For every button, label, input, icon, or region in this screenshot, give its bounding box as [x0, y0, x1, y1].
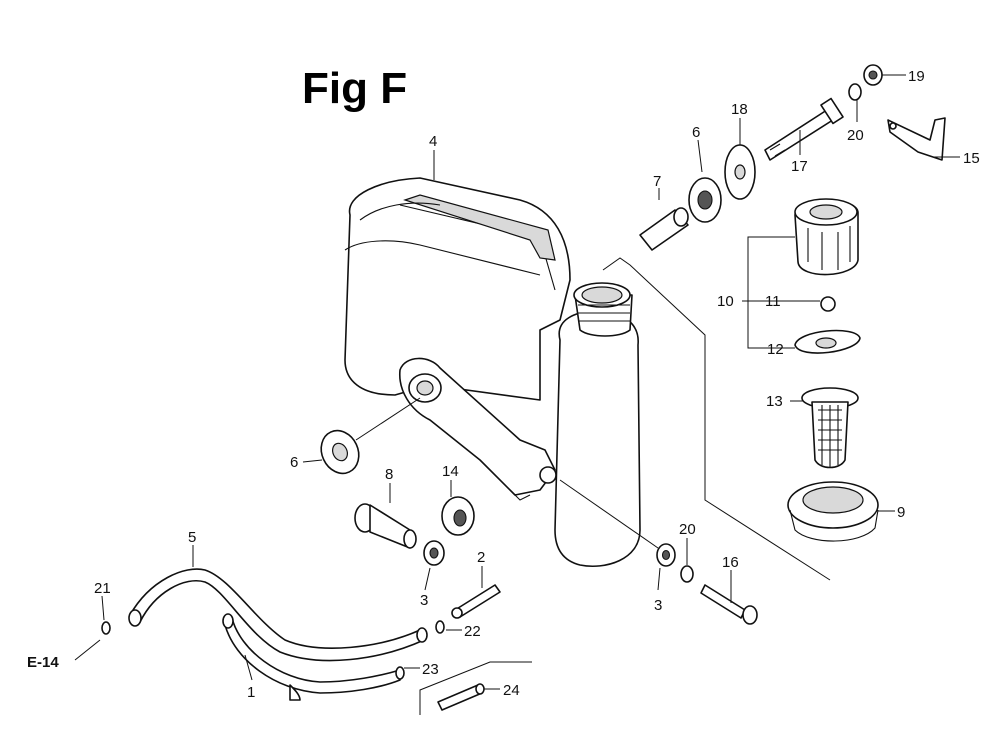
callout-5: 5 [188, 529, 196, 546]
washer-part-20-lower [680, 565, 694, 583]
guide-line-3 [559, 479, 659, 549]
nut-part-19 [863, 64, 883, 86]
gasket-part-12 [794, 329, 861, 354]
callout-1: 1 [247, 684, 255, 701]
nut-part-3-right [656, 543, 676, 567]
callout-leaders [74, 74, 960, 690]
figure-title: Fig F [302, 64, 408, 113]
callout-9: 9 [897, 504, 905, 521]
callout-13: 13 [766, 393, 783, 410]
callout-18: 18 [731, 101, 748, 118]
guide-line-6 [355, 397, 421, 441]
strainer-part-13 [801, 387, 859, 469]
washer-part-20-upper [848, 83, 862, 101]
callout-21: 21 [94, 580, 111, 597]
clip-part-21 [101, 621, 111, 635]
clip-part-23 [395, 666, 405, 680]
fuel-hose-part-1 [222, 613, 401, 701]
callout-6-upper: 6 [692, 124, 700, 141]
callout-10: 10 [717, 293, 734, 310]
callout-23: 23 [422, 661, 439, 678]
callout-7: 7 [653, 173, 661, 190]
callout-24: 24 [503, 682, 520, 699]
collar-part-8 [354, 503, 417, 549]
rubber-part-14 [441, 496, 475, 536]
assembly-guide-line [602, 257, 831, 581]
washer-part-18 [724, 144, 756, 200]
bolt-part-17 [764, 97, 844, 161]
callout-3-right: 3 [654, 597, 662, 614]
callout-20-lower: 20 [679, 521, 696, 538]
callout-15: 15 [963, 150, 980, 167]
callout-19: 19 [908, 68, 925, 85]
fuel-cap-part-10 [794, 198, 859, 276]
callout-22: 22 [464, 623, 481, 640]
fuel-hose-part-5 [128, 568, 428, 662]
callout-3-left: 3 [420, 592, 428, 609]
callout-12: 12 [767, 341, 784, 358]
vent-part-11 [820, 296, 836, 312]
callout-20-upper: 20 [847, 127, 864, 144]
grommet-part-6-lower [320, 429, 360, 475]
callout-2: 2 [477, 549, 485, 566]
tank-bracket [399, 357, 557, 501]
callout-6-lower: 6 [290, 454, 298, 471]
grommet-part-6-upper [688, 177, 722, 223]
callout-11: 11 [765, 293, 781, 310]
callout-8: 8 [385, 466, 393, 483]
bushing-part-7 [639, 207, 689, 251]
tank-neck [554, 282, 641, 567]
callout-14: 14 [442, 463, 459, 480]
callout-16: 16 [722, 554, 739, 571]
callout-4: 4 [429, 133, 437, 150]
reference-e14: E-14 [27, 654, 59, 671]
bolt-part-2 [451, 584, 501, 619]
bolt-part-16 [700, 584, 758, 625]
nut-part-3-left [423, 540, 445, 566]
filler-ring-part-9 [787, 481, 879, 542]
clip-part-15 [887, 117, 946, 161]
clip-part-22 [435, 620, 445, 634]
fuel-tank [344, 177, 571, 401]
callout-17: 17 [791, 158, 808, 175]
